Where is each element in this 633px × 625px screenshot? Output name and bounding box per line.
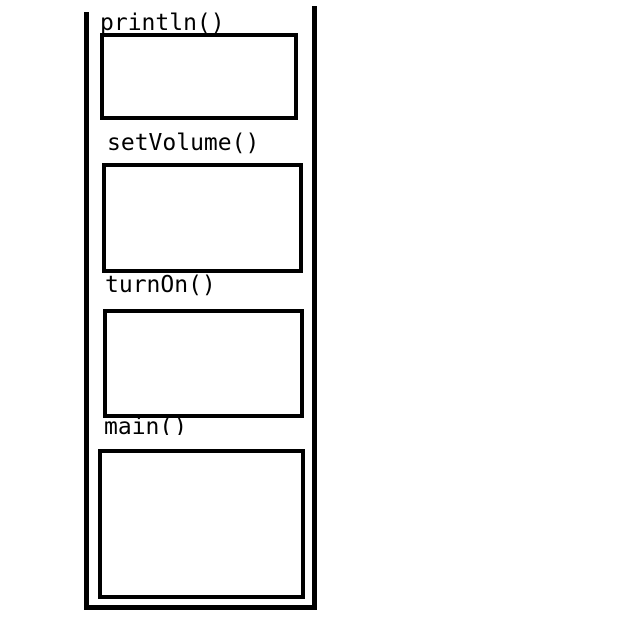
frame-label-main: main(): [104, 414, 188, 435]
frame-label-turnon: turnOn(): [105, 272, 216, 298]
stack-frame-main: [98, 449, 305, 599]
stack-left-wall: [84, 12, 89, 610]
stack-frame-setvolume: [102, 163, 303, 273]
frame-label-println: println(): [100, 10, 225, 34]
stack-right-wall: [312, 6, 317, 610]
stack-bottom-wall: [84, 605, 317, 610]
frame-label-setvolume: setVolume(): [107, 130, 260, 156]
stack-frame-turnon: [103, 309, 304, 418]
stack-frame-println: [100, 33, 298, 120]
